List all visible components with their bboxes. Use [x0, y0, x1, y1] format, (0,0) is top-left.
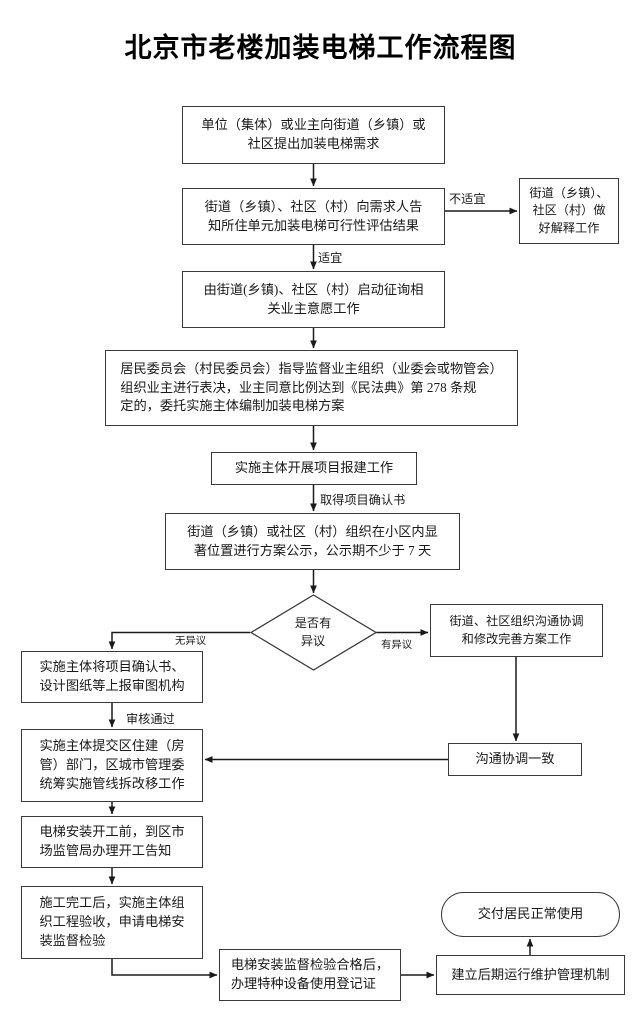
connector-acceptance-to-registration	[111, 959, 218, 979]
node-coordination-agreed-label: 沟通协调一致	[475, 751, 555, 767]
node-objection-decision-label: 是否有 异议	[294, 616, 332, 648]
node-project-filing[interactable]: 实施主体开展项目报建工作	[211, 452, 417, 485]
edge-label-no-objection: 无异议	[175, 636, 207, 647]
node-demand-request-label: 单位（集体）或业主向街道（乡镇）或 社区提出加装电梯需求	[201, 117, 426, 151]
node-feasibility-notice-label: 街道（乡镇）、社区（村）向需求人告 知所住单元加装电梯可行性评估结果	[204, 198, 423, 233]
node-construction-notice[interactable]: 电梯安装开工前，到区市 场监管局办理开工告知	[21, 816, 203, 868]
node-deliver-residents[interactable]: 交付居民正常使用	[441, 892, 620, 937]
node-start-consultation[interactable]: 由街道(乡镇)、社区（村）启动征询相 关业主意愿工作	[182, 271, 445, 328]
edge-label-review-passed: 审核通过	[126, 712, 175, 726]
node-explanation-work-label: 街道（乡镇）、 社区（村）做 好解释工作	[529, 186, 609, 235]
node-registration-certificate-label: 电梯安装监督检验合格后， 办理特种设备使用登记证	[230, 957, 390, 991]
node-owner-vote-label: 居民委员会（村民委员会）指导监督业主组织（业委会或物管会） 组织业主进行表决，业…	[120, 360, 503, 414]
node-deliver-residents-label: 交付居民正常使用	[477, 906, 584, 922]
edge-label-has-objection: 有异议	[381, 640, 413, 651]
edge-label-not-suitable: 不适宜	[449, 192, 486, 206]
node-coordinate-revise-plan-label: 街道、社区组织沟通协调 和修改完善方案工作	[449, 614, 584, 646]
node-maintenance-mechanism[interactable]: 建立后期运行维护管理机制	[436, 955, 625, 995]
connector-decision-to-drawings	[108, 631, 250, 650]
edge-label-suitable: 适宜	[318, 251, 343, 265]
node-owner-vote[interactable]: 居民委员会（村民委员会）指导监督业主组织（业委会或物管会） 组织业主进行表决，业…	[105, 350, 518, 426]
node-start-consultation-label: 由街道(乡镇)、社区（村）启动征询相 关业主意愿工作	[203, 281, 424, 316]
node-submit-drawings-label: 实施主体将项目确认书、 设计图纸等上报审图机构	[39, 659, 185, 693]
node-maintenance-mechanism-label: 建立后期运行维护管理机制	[451, 966, 610, 982]
node-demand-request[interactable]: 单位（集体）或业主向街道（乡镇）或 社区提出加装电梯需求	[182, 106, 445, 164]
node-acceptance-inspection-label: 施工完工后，实施主体组 织工程验收，申请电梯安 装监督检验	[39, 895, 185, 948]
node-submit-drawings[interactable]: 实施主体将项目确认书、 设计图纸等上报审图机构	[21, 651, 203, 703]
node-project-filing-label: 实施主体开展项目报建工作	[234, 460, 394, 476]
node-public-notice[interactable]: 街道（乡镇）或社区（村）组织在小区内显 著位置进行方案公示，公示期不少于 7 天	[165, 513, 460, 570]
node-public-notice-label: 街道（乡镇）或社区（村）组织在小区内显 著位置进行方案公示，公示期不少于 7 天	[187, 523, 438, 558]
node-coordinate-revise-plan[interactable]: 街道、社区组织沟通协调 和修改完善方案工作	[430, 604, 603, 657]
node-construction-notice-label: 电梯安装开工前，到区市 场监管局办理开工告知	[39, 824, 185, 858]
page-title: 北京市老楼加装电梯工作流程图	[124, 33, 517, 63]
edge-label-project-confirmation: 取得项目确认书	[320, 493, 406, 507]
node-coordination-agreed[interactable]: 沟通协调一致	[448, 743, 582, 776]
node-acceptance-inspection[interactable]: 施工完工后，实施主体组 织工程验收，申请电梯安 装监督检验	[21, 886, 203, 959]
node-explanation-work[interactable]: 街道（乡镇）、 社区（村）做 好解释工作	[519, 178, 619, 244]
node-registration-certificate[interactable]: 电梯安装监督检验合格后， 办理特种设备使用登记证	[219, 949, 401, 1001]
node-objection-decision[interactable]: 是否有 异议	[250, 595, 376, 670]
node-submit-housing-dept[interactable]: 实施主体提交区住建（房 管）部门，区城市管理委 统筹实施管线拆改移工作	[21, 729, 203, 802]
node-feasibility-notice[interactable]: 街道（乡镇）、社区（村）向需求人告 知所住单元加装电梯可行性评估结果	[182, 188, 445, 245]
decision-diamond-shape	[249, 594, 378, 671]
node-submit-housing-dept-label: 实施主体提交区住建（房 管）部门，区城市管理委 统筹实施管线拆改移工作	[39, 738, 185, 791]
